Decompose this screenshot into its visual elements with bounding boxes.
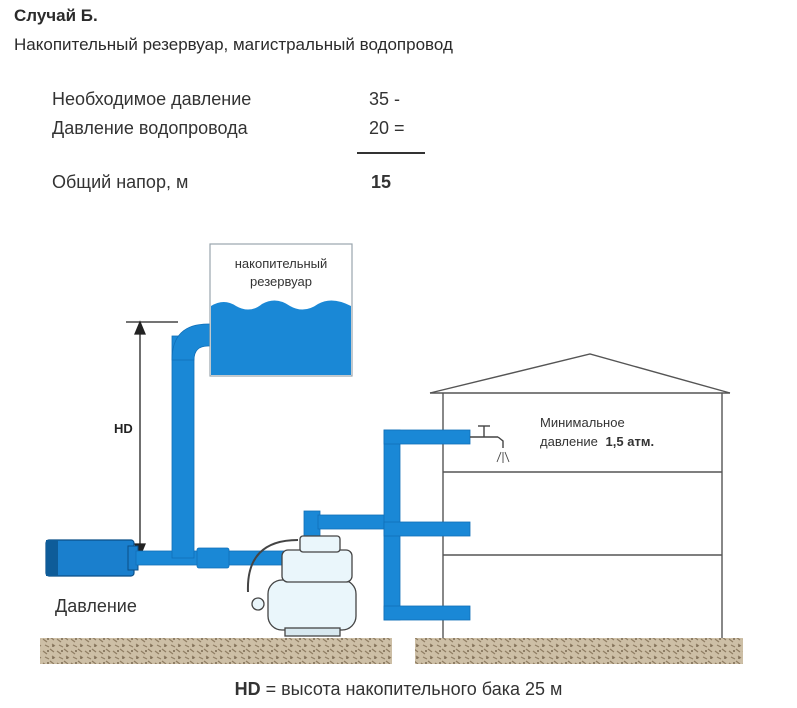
mains-pressure-value: 20 = [369,118,405,138]
tap-note-value: 1,5 атм. [606,434,655,449]
tap-note-line1: Минимальное [540,415,625,430]
total-head-label: Общий напор, м [52,172,189,192]
ground-right [415,638,743,664]
required-pressure-label: Необходимое давление [52,89,252,109]
house-roof [429,353,731,394]
caption-term: HD [234,679,261,699]
tap-note-prefix: давление [540,434,598,449]
valve [196,547,230,569]
pump-tank-feet [284,627,341,637]
pump-head [299,535,341,553]
tank-water [211,300,351,375]
pressure-source [45,539,139,577]
mains-pressure-label: Давление водопровода [52,118,248,138]
pump-motor [281,549,353,583]
height-dimension [126,320,178,558]
calculation-divider [357,152,425,154]
tank-label-line1: накопительный [235,256,328,271]
page-title: Случай Б. [14,6,98,25]
ground-left [40,638,392,664]
branch-middle [383,521,471,537]
caption-definition: = высота накопительного бака 25 м [265,679,563,699]
caption: HD = высота накопительного бака 25 м [0,679,797,700]
tap-note-line2: давление 1,5 атм. [540,434,654,449]
branch-bottom [383,605,471,621]
tap [470,425,510,463]
height-label: HD [114,421,133,436]
total-head-value: 15 [371,172,392,192]
pump-unit [251,535,357,637]
pump-gauge [251,597,265,611]
tank-label-line2: резервуар [250,274,312,289]
pump-hose [246,539,299,593]
storage-tank: накопительный резервуар [209,243,353,377]
house [429,353,731,638]
branch-top [383,429,471,445]
page-subtitle: Накопительный резервуар, магистральный в… [14,35,453,54]
pressure-source-label: Давление [55,596,137,616]
required-pressure-value: 35 - [369,89,401,109]
pump-tank [267,579,357,631]
riser-pipe [171,335,195,559]
